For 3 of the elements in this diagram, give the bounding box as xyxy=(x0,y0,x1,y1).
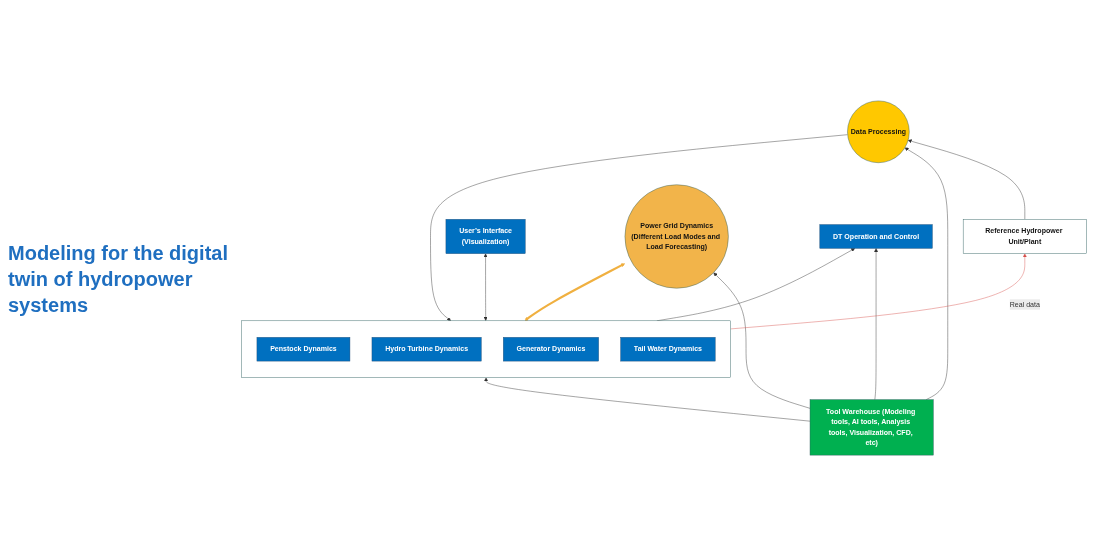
note-text: Modeling for the digital twin of hydropower systems xyxy=(8,241,229,318)
cluster xyxy=(241,320,731,378)
arrow xyxy=(524,263,626,321)
